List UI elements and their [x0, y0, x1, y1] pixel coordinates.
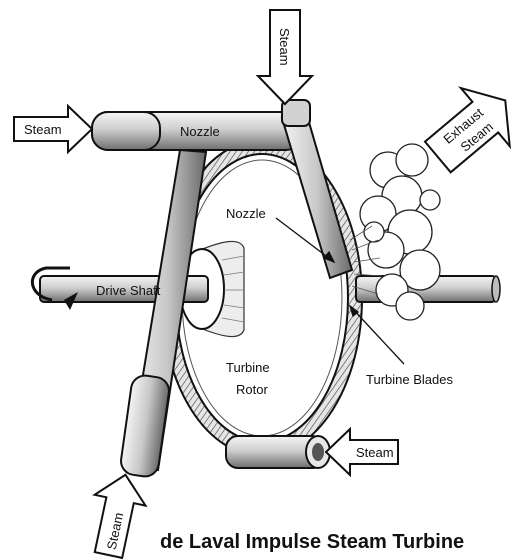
- steam-label-left: Steam: [24, 122, 62, 137]
- nozzle-inner-label: Nozzle: [226, 206, 266, 221]
- diagram-title: de Laval Impulse Steam Turbine: [160, 531, 464, 553]
- steam-arrow-left: Steam: [14, 106, 92, 152]
- steam-arrow-bottom-right: Steam: [326, 429, 398, 475]
- drive-shaft-label: Drive Shaft: [96, 283, 161, 298]
- rotor-label-line1: Turbine: [226, 360, 270, 375]
- steam-label-top: Steam: [277, 28, 292, 66]
- bottom-nozzle-pipe: [226, 436, 330, 468]
- nozzle-top-label: Nozzle: [180, 124, 220, 139]
- steam-arrow-top: Steam: [258, 10, 312, 104]
- exhaust-steam-arrow: Exhaust Steam: [413, 71, 520, 186]
- steam-arrow-bottom-left: Steam: [83, 469, 151, 560]
- rotor-label-line2: Rotor: [236, 382, 268, 397]
- turbine-blades-label: Turbine Blades: [366, 372, 453, 387]
- steam-label-bottom-right: Steam: [356, 445, 394, 460]
